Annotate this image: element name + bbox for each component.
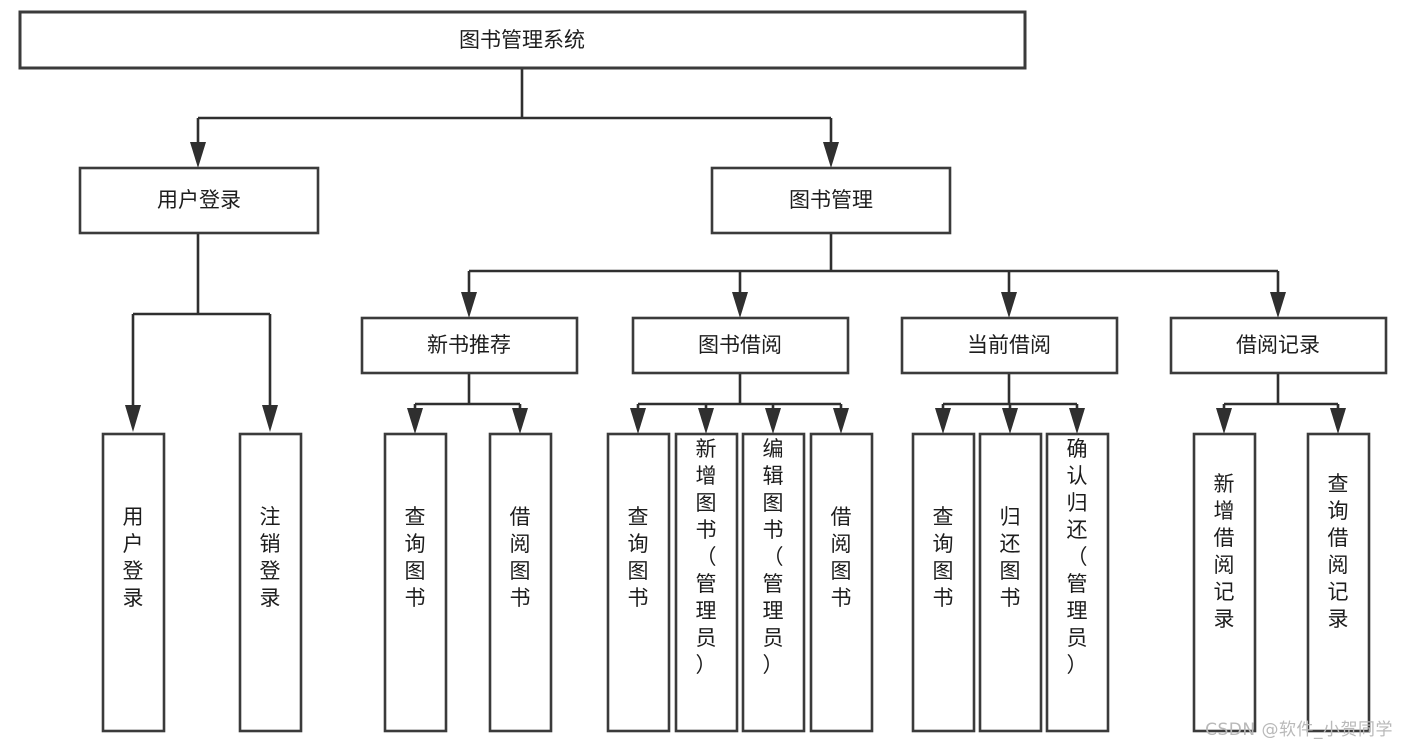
- node-leaf-return-book[interactable]: 归还图书: [978, 432, 1043, 733]
- node-leaf-return-book-label: 归还图书: [1000, 505, 1021, 610]
- arrow-head-book-manage: [823, 142, 839, 168]
- node-leaf-query-book-3-label: 查询图书: [933, 505, 954, 610]
- node-current-borrow-label: 当前借阅: [967, 333, 1051, 357]
- node-leaf-edit-book-box[interactable]: [741, 432, 806, 733]
- node-leaf-return-book-box[interactable]: [978, 432, 1043, 733]
- node-leaf-user-logout[interactable]: 注销登录: [238, 432, 303, 733]
- node-new-book-recommend[interactable]: 新书推荐: [360, 316, 579, 375]
- arrow-head-leaf-borrow-book-2: [833, 408, 849, 434]
- node-leaf-query-book-3[interactable]: 查询图书: [911, 432, 976, 733]
- node-book-manage-label: 图书管理: [789, 188, 873, 212]
- node-new-book-recommend-box[interactable]: [360, 316, 579, 375]
- node-leaf-edit-book[interactable]: 编辑图书（管理员）: [741, 432, 806, 733]
- node-leaf-query-book-1-label: 查询图书: [405, 505, 426, 610]
- node-leaf-query-book-2[interactable]: 查询图书: [606, 432, 671, 733]
- connector-group-book-manage: [461, 233, 1286, 318]
- node-user-login-label: 用户登录: [157, 188, 241, 212]
- node-book-manage-box[interactable]: [710, 166, 952, 235]
- arrow-head-leaf-query-book-2: [630, 408, 646, 434]
- node-leaf-user-login-label: 用户登录: [123, 505, 144, 610]
- node-leaf-query-record-label: 查询借阅记录: [1328, 472, 1349, 631]
- node-leaf-user-logout-box[interactable]: [238, 432, 303, 733]
- connector-group-user-login: [125, 233, 278, 432]
- node-leaf-query-record[interactable]: 查询借阅记录: [1306, 432, 1371, 733]
- arrow-head-new-book-recommend: [461, 292, 477, 318]
- node-leaf-user-login-box[interactable]: [101, 432, 166, 733]
- node-leaf-edit-book-label: 编辑图书（管理员）: [763, 437, 784, 677]
- arrow-head-leaf-return-book: [1002, 408, 1018, 434]
- arrow-head-leaf-add-record: [1216, 408, 1232, 434]
- node-borrow-record-box[interactable]: [1169, 316, 1388, 375]
- node-leaf-borrow-book-2-label: 借阅图书: [831, 505, 852, 610]
- node-new-book-recommend-label: 新书推荐: [427, 333, 511, 357]
- arrow-head-leaf-query-record: [1330, 408, 1346, 434]
- node-leaf-add-record[interactable]: 新增借阅记录: [1192, 432, 1257, 733]
- node-leaf-borrow-book-2-box[interactable]: [809, 432, 874, 733]
- node-book-manage[interactable]: 图书管理: [710, 166, 952, 235]
- node-user-login[interactable]: 用户登录: [78, 166, 320, 235]
- node-current-borrow[interactable]: 当前借阅: [900, 316, 1119, 375]
- node-leaf-add-book-box[interactable]: [674, 432, 739, 733]
- node-root[interactable]: 图书管理系统: [18, 10, 1027, 70]
- arrow-head-leaf-query-book-1: [407, 408, 423, 434]
- node-leaf-query-book-2-label: 查询图书: [628, 505, 649, 610]
- node-current-borrow-box[interactable]: [900, 316, 1119, 375]
- node-leaf-borrow-book-2[interactable]: 借阅图书: [809, 432, 874, 733]
- node-borrow-record[interactable]: 借阅记录: [1169, 316, 1388, 375]
- node-leaf-query-book-1-box[interactable]: [383, 432, 448, 733]
- arrow-head-user-login: [190, 142, 206, 168]
- arrow-head-leaf-confirm-return: [1069, 408, 1085, 434]
- node-leaf-add-record-box[interactable]: [1192, 432, 1257, 733]
- node-book-borrow-box[interactable]: [631, 316, 850, 375]
- node-leaf-add-book[interactable]: 新增图书（管理员）: [674, 432, 739, 733]
- arrow-head-leaf-user-logout: [262, 405, 278, 432]
- node-leaf-borrow-book-1-box[interactable]: [488, 432, 553, 733]
- arrow-head-leaf-edit-book: [765, 408, 781, 434]
- node-leaf-query-record-box[interactable]: [1306, 432, 1371, 733]
- connector-group-root: [190, 68, 839, 168]
- node-leaf-add-record-label: 新增借阅记录: [1214, 472, 1235, 631]
- node-book-borrow-label: 图书借阅: [698, 333, 782, 357]
- watermark: CSDN @软件_小贺同学: [1205, 720, 1393, 740]
- node-leaf-add-book-label: 新增图书（管理员）: [696, 437, 717, 677]
- node-leaf-query-book-1[interactable]: 查询图书: [383, 432, 448, 733]
- node-root-label: 图书管理系统: [459, 28, 585, 52]
- node-leaf-confirm-return-label: 确认归还（管理员）: [1067, 437, 1088, 677]
- arrow-head-borrow-record: [1270, 292, 1286, 318]
- node-leaf-borrow-book-1-label: 借阅图书: [510, 505, 531, 610]
- node-leaf-user-logout-label: 注销登录: [260, 505, 281, 610]
- node-leaf-user-login[interactable]: 用户登录: [101, 432, 166, 733]
- connector-group-new-book-recommend: [407, 373, 528, 434]
- arrow-head-leaf-add-book: [698, 408, 714, 434]
- arrow-head-book-borrow: [732, 292, 748, 318]
- connector-group-book-borrow: [630, 373, 849, 434]
- arrow-head-leaf-borrow-book-1: [512, 408, 528, 434]
- node-leaf-query-book-2-box[interactable]: [606, 432, 671, 733]
- node-leaf-confirm-return-box[interactable]: [1045, 432, 1110, 733]
- arrow-head-leaf-query-book-3: [935, 408, 951, 434]
- connector-group-borrow-record: [1216, 373, 1346, 434]
- node-user-login-box[interactable]: [78, 166, 320, 235]
- node-leaf-query-book-3-box[interactable]: [911, 432, 976, 733]
- node-root-box[interactable]: [18, 10, 1027, 70]
- connector-group-current-borrow: [935, 373, 1085, 434]
- arrow-head-leaf-user-login: [125, 405, 141, 432]
- node-leaf-confirm-return[interactable]: 确认归还（管理员）: [1045, 432, 1110, 733]
- node-leaf-borrow-book-1[interactable]: 借阅图书: [488, 432, 553, 733]
- node-borrow-record-label: 借阅记录: [1236, 333, 1320, 357]
- node-book-borrow[interactable]: 图书借阅: [631, 316, 850, 375]
- arrow-head-current-borrow: [1001, 292, 1017, 318]
